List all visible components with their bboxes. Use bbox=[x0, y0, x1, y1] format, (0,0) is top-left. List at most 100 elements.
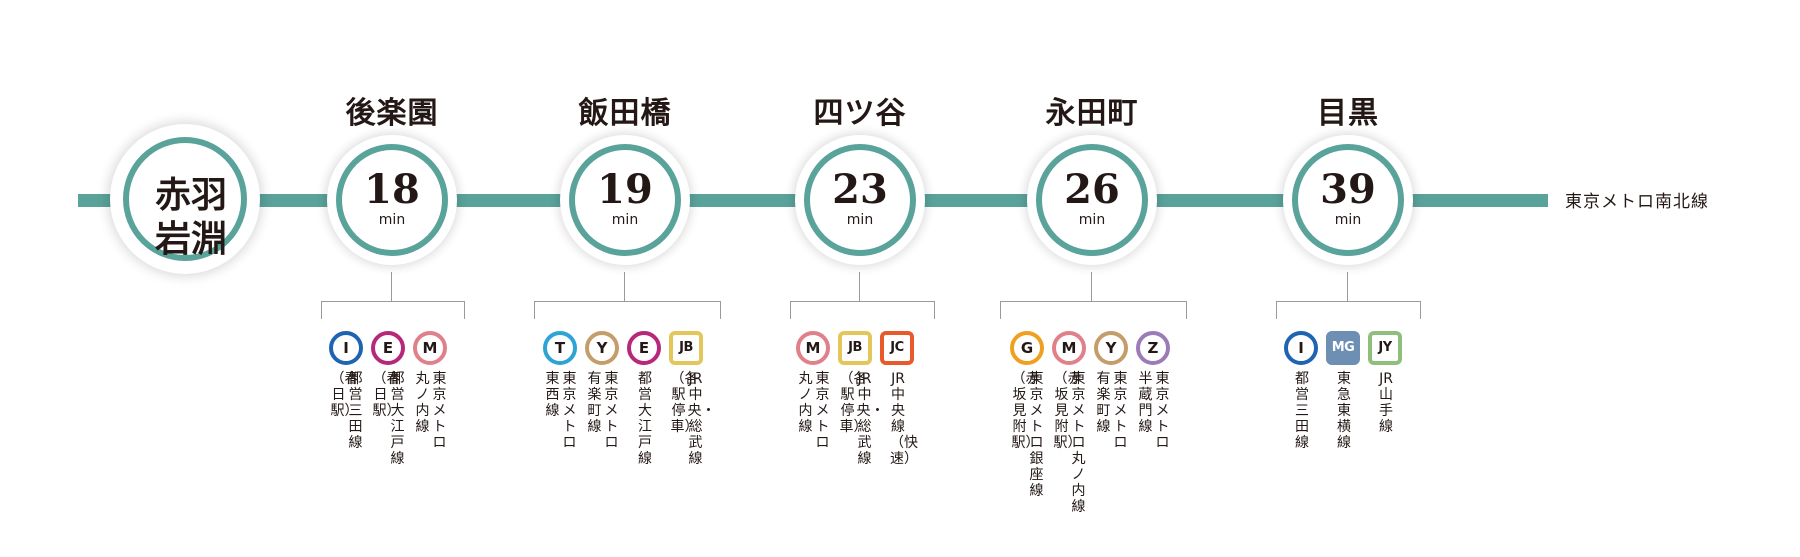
line-name: 東京メトロ丸ノ内線（赤坂見附駅） bbox=[1050, 371, 1090, 541]
transfer-bracket bbox=[1276, 301, 1421, 319]
line-name-text: 有楽町線 bbox=[1096, 371, 1111, 435]
line-name: 東京メトロ東西線 bbox=[541, 371, 581, 541]
line-name-text: 東京メトロ bbox=[562, 371, 577, 451]
connector-line bbox=[391, 272, 392, 302]
line-name-text: 東京メトロ bbox=[1113, 371, 1128, 451]
line-name-text: （赤坂見附駅） bbox=[1053, 371, 1082, 451]
line-symbol-icon: JB bbox=[669, 331, 703, 365]
line-symbol-icon: JY bbox=[1368, 331, 1402, 365]
line-name-text: 都営三田線 bbox=[1295, 371, 1309, 451]
station-name: 後楽園 bbox=[345, 96, 439, 131]
line-name-text: 東京メトロ bbox=[815, 371, 830, 451]
line-symbol-icon: JB bbox=[838, 331, 872, 365]
line-name: 東京メトロ半蔵門線 bbox=[1134, 371, 1174, 541]
line-name-text: 都営大江戸線 bbox=[638, 371, 652, 467]
travel-minutes: 26 bbox=[1064, 166, 1120, 213]
origin-name-line1: 赤羽 bbox=[154, 174, 227, 216]
line-name: 東急東横線 bbox=[1324, 371, 1364, 541]
transfer-bracket bbox=[321, 301, 465, 319]
line-symbol-icon: MG bbox=[1326, 331, 1360, 365]
line-name-text: 丸ノ内線 bbox=[798, 371, 813, 435]
line-symbol-icon: M bbox=[1052, 331, 1086, 365]
line-symbol-icon: T bbox=[543, 331, 577, 365]
transfer-bracket bbox=[534, 301, 721, 319]
line-name: 東京メトロ有楽町線 bbox=[583, 371, 623, 541]
line-name-text: 東西線 bbox=[545, 371, 560, 419]
origin-name: 赤羽 岩淵 bbox=[129, 173, 253, 261]
line-symbol-icon: Y bbox=[1094, 331, 1128, 365]
line-name-text: （各駅停車） bbox=[670, 371, 699, 435]
line-name-text: （赤坂見附駅） bbox=[1011, 371, 1040, 451]
travel-minutes: 19 bbox=[597, 166, 653, 213]
line-symbol-icon: E bbox=[371, 331, 405, 365]
line-name: 都営三田線 bbox=[1282, 371, 1322, 541]
line-name: 都営大江戸線 bbox=[625, 371, 665, 541]
line-symbol-icon: Y bbox=[585, 331, 619, 365]
line-name-text: 都営三田線 bbox=[348, 371, 363, 451]
minutes-unit: min bbox=[611, 212, 639, 228]
line-name: JR山手線 bbox=[1366, 371, 1406, 541]
line-name-text: 都営大江戸線 bbox=[390, 371, 405, 467]
line-symbol-icon: M bbox=[796, 331, 830, 365]
line-name-text: JR中央・総武線 bbox=[856, 371, 885, 467]
line-name: 東京メトロ有楽町線 bbox=[1092, 371, 1132, 541]
travel-minutes: 23 bbox=[832, 166, 888, 213]
origin-station: 赤羽 岩淵 bbox=[110, 124, 260, 274]
station-name: 目黒 bbox=[1317, 96, 1379, 131]
line-symbol-icon: Z bbox=[1136, 331, 1170, 365]
minutes-unit: min bbox=[1334, 212, 1362, 228]
line-name-text: （春日駅） bbox=[330, 371, 359, 419]
line-symbol-icon: I bbox=[1284, 331, 1318, 365]
transfer-bracket bbox=[1000, 301, 1187, 319]
connector-line bbox=[859, 272, 860, 302]
line-name-text: 東京メトロ銀座線 bbox=[1029, 371, 1044, 499]
line-symbol-icon: E bbox=[627, 331, 661, 365]
line-name-text: 東京メトロ bbox=[432, 371, 447, 451]
line-name: JR中央線（快速） bbox=[878, 371, 918, 541]
line-name: 東京メトロ銀座線（赤坂見附駅） bbox=[1008, 371, 1048, 541]
line-name-text: JR中央・総武線 bbox=[687, 371, 716, 467]
line-name: 東京メトロ丸ノ内線 bbox=[794, 371, 834, 541]
line-name: 都営三田線（春日駅） bbox=[327, 371, 367, 541]
line-name: 東京メトロ丸ノ内線 bbox=[411, 371, 451, 541]
line-name-text: JR中央線（快速） bbox=[890, 371, 918, 467]
line-name-text: 半蔵門線 bbox=[1138, 371, 1153, 435]
line-name-text: 東京メトロ丸ノ内線 bbox=[1071, 371, 1086, 515]
line-symbol-icon: G bbox=[1010, 331, 1044, 365]
travel-minutes: 39 bbox=[1320, 166, 1376, 213]
line-name-text: JR山手線 bbox=[1379, 371, 1393, 435]
line-name-text: 東京メトロ bbox=[604, 371, 619, 451]
line-name-text: 丸ノ内線 bbox=[415, 371, 430, 435]
transfer-list: JY JR山手線 MG 東急東横線 I 都営三田線 bbox=[1282, 331, 1408, 541]
connector-line bbox=[1347, 272, 1348, 302]
minutes-unit: min bbox=[378, 212, 406, 228]
line-name-text: （各駅停車） bbox=[839, 371, 868, 435]
connector-line bbox=[1091, 272, 1092, 302]
station-name: 四ツ谷 bbox=[813, 96, 907, 131]
line-name: 都営大江戸線（春日駅） bbox=[369, 371, 409, 541]
connector-line bbox=[624, 272, 625, 302]
travel-minutes: 18 bbox=[364, 166, 420, 213]
line-name-text: 東京メトロ bbox=[1155, 371, 1170, 451]
line-name: JR中央・総武線（各駅停車） bbox=[836, 371, 885, 541]
line-symbol-icon: M bbox=[413, 331, 447, 365]
minutes-unit: min bbox=[846, 212, 874, 228]
origin-name-line2: 岩淵 bbox=[154, 218, 227, 260]
line-name-text: 東急東横線 bbox=[1337, 371, 1351, 451]
station-name: 飯田橋 bbox=[578, 96, 672, 131]
origin-ring: 赤羽 岩淵 bbox=[123, 137, 247, 261]
transfer-bracket bbox=[790, 301, 935, 319]
